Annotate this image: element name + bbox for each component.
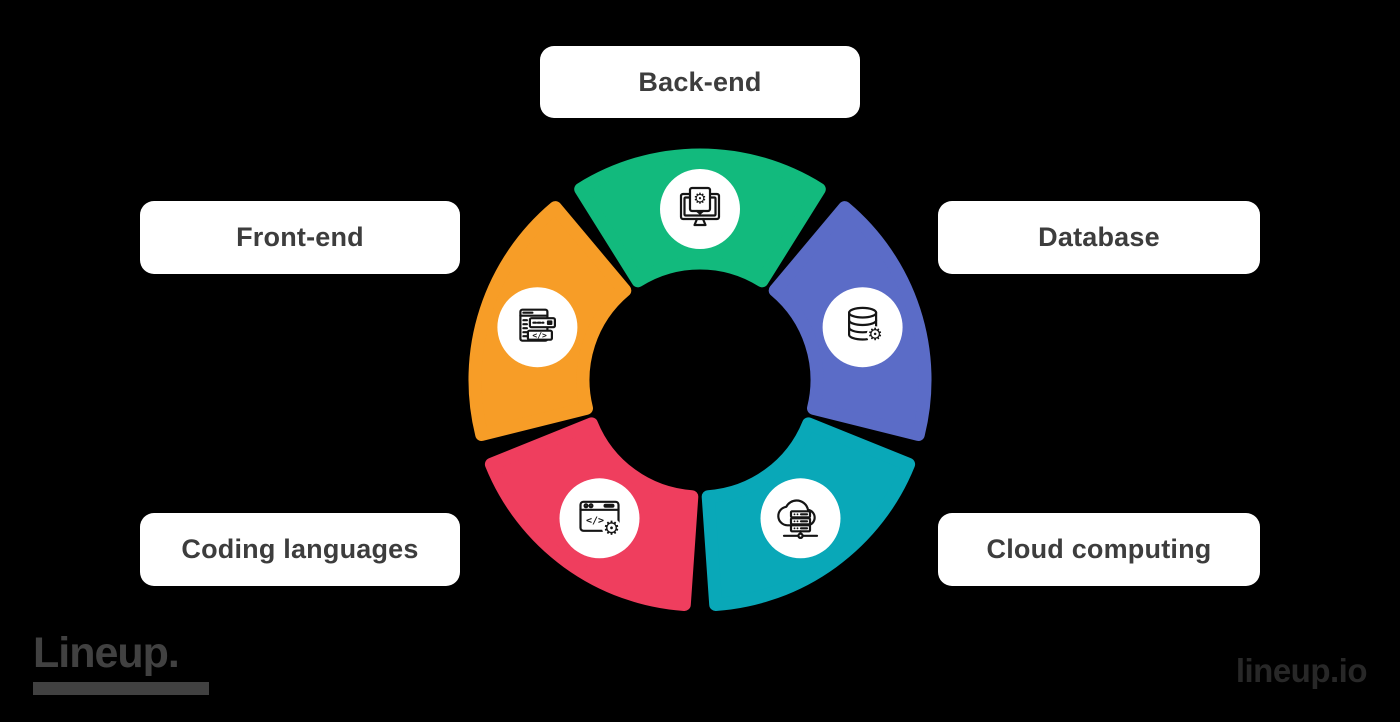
icon-circle-database <box>822 287 903 368</box>
layered-windows-code-icon: </> <box>519 308 557 342</box>
segmented-ring-diagram: ⚙ ⚙ <box>468 148 932 611</box>
label-front-end: Front-end <box>140 201 460 274</box>
icon-circle-coding <box>559 478 640 559</box>
label-database-text: Database <box>1038 222 1160 252</box>
browser-code-gear-icon: </> ⚙ <box>579 500 621 539</box>
database-gear-icon: ⚙ <box>848 306 884 345</box>
logo-lineup: Lineup. <box>33 629 209 696</box>
label-back-end-text: Back-end <box>638 66 762 97</box>
label-cloud-computing-text: Cloud computing <box>986 534 1212 564</box>
label-coding-languages-text: Coding languages <box>181 534 419 564</box>
gear-backplate <box>602 518 621 538</box>
watermark-text: lineup.io <box>1235 652 1368 689</box>
gear-icon: ⚙ <box>693 190 706 208</box>
logo-tagline-bar <box>33 682 209 696</box>
monitor-gear-icon: ⚙ <box>679 186 721 227</box>
logo-text: Lineup. <box>33 629 180 677</box>
code-glyph: </> <box>586 515 604 526</box>
label-database: Database <box>938 201 1260 274</box>
gear-icon: ⚙ <box>867 325 882 345</box>
gear-icon: ⚙ <box>603 517 620 539</box>
label-back-end: Back-end <box>540 46 860 118</box>
code-glyph: </> <box>532 331 547 340</box>
label-cloud-computing: Cloud computing <box>938 513 1260 586</box>
label-coding-languages: Coding languages <box>140 513 460 586</box>
cloud-server-icon <box>777 499 819 539</box>
gear-backplate <box>866 326 884 344</box>
label-front-end-text: Front-end <box>236 222 364 252</box>
